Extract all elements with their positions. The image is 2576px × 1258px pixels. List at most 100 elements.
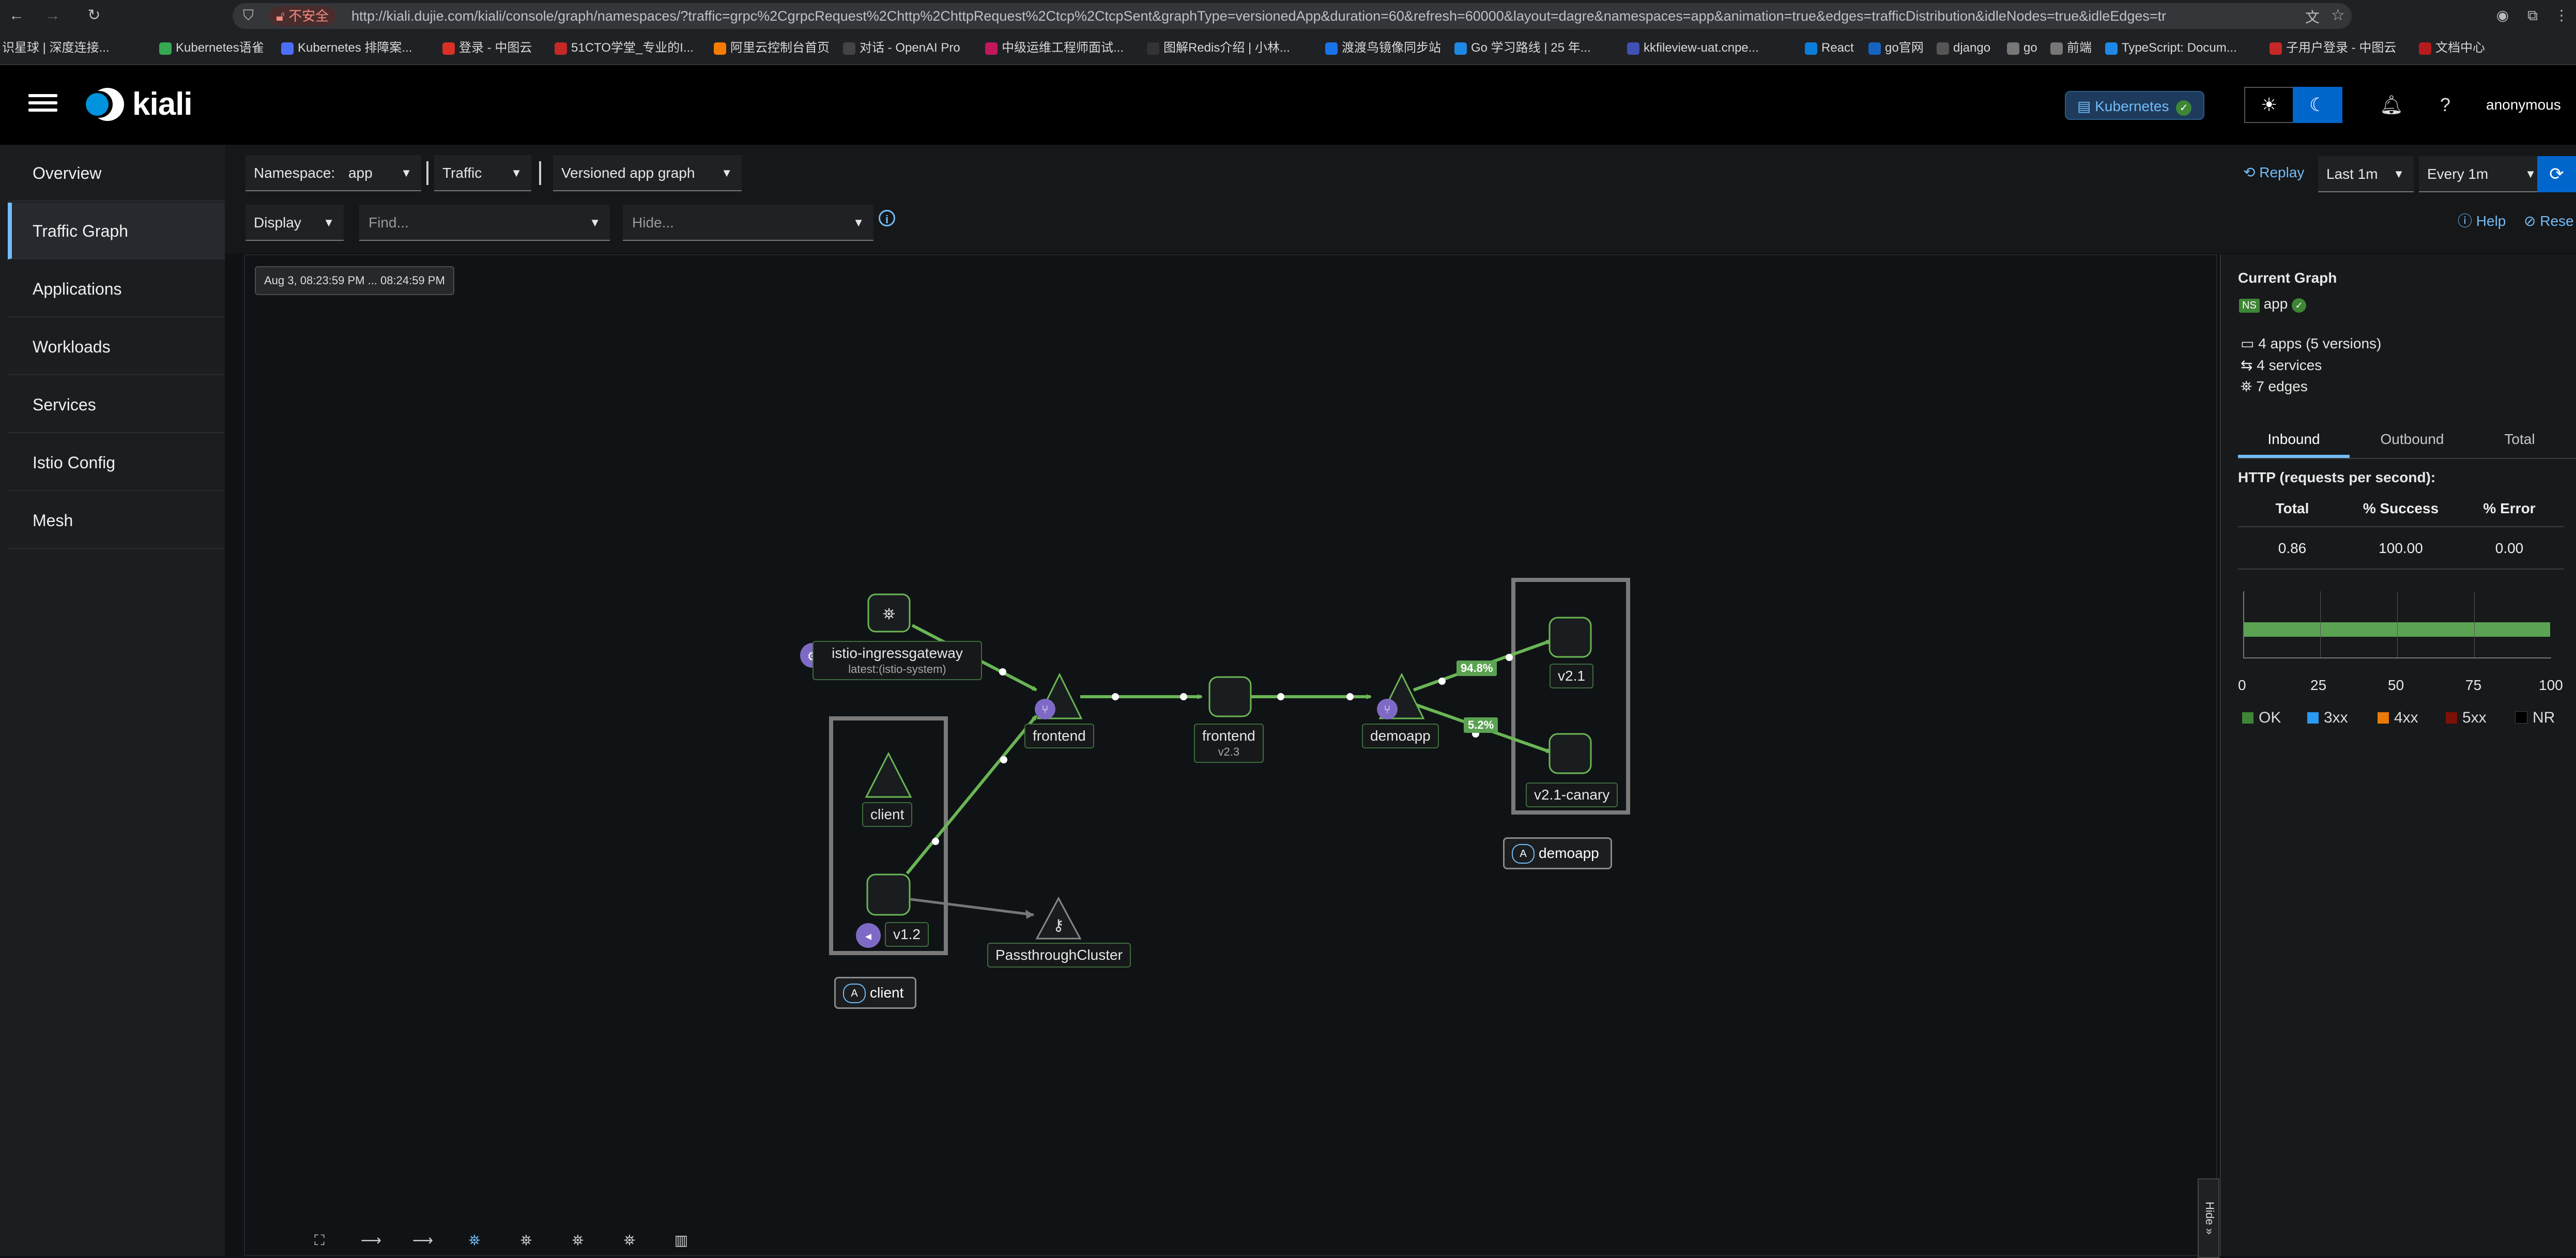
bookmark-item[interactable]: 登录 - 中图云 bbox=[442, 38, 532, 58]
help-circle-icon[interactable]: ? bbox=[2440, 94, 2451, 115]
client-service-label[interactable]: client bbox=[862, 802, 913, 827]
passthrough-label[interactable]: PassthroughCluster bbox=[987, 943, 1131, 968]
sidebar-item-istio-config[interactable]: Istio Config bbox=[8, 434, 225, 491]
frontend-service-label[interactable]: frontend bbox=[1024, 724, 1094, 748]
forward-arrow-icon[interactable]: → bbox=[45, 7, 60, 24]
client-box-label[interactable]: A client bbox=[834, 977, 917, 1009]
hamburger-menu-icon[interactable] bbox=[28, 90, 57, 119]
insecure-badge[interactable]: 🔓︎ 不安全 bbox=[269, 6, 336, 26]
bookmark-item[interactable]: Kubernetes 排障案... bbox=[281, 38, 412, 58]
traffic-dot bbox=[1000, 756, 1007, 763]
edge-client-frontend[interactable] bbox=[906, 715, 1038, 875]
bookmark-item[interactable]: 子用户登录 - 中图云 bbox=[2270, 38, 2396, 58]
client-service-node[interactable] bbox=[865, 751, 912, 798]
frontend-app-node[interactable] bbox=[1208, 676, 1252, 717]
bookmark-item[interactable]: Go 学习路线 | 25 年... bbox=[1454, 38, 1591, 58]
demoapp-service-label[interactable]: demoapp bbox=[1362, 724, 1439, 748]
services-count: ⇆ 4 services bbox=[2241, 357, 2322, 374]
help-link[interactable]: ⓘ Help bbox=[2458, 206, 2506, 237]
bookmark-item[interactable]: kkfileview-uat.cnpe... bbox=[1627, 38, 1759, 58]
zoom-in-icon[interactable]: ⟶ bbox=[360, 1232, 382, 1248]
edge-client-passthrough[interactable] bbox=[910, 898, 1034, 916]
traffic-dropdown[interactable]: Traffic ▼ bbox=[434, 155, 531, 191]
v21-canary-app-node[interactable] bbox=[1548, 733, 1592, 774]
sidebar-item-services[interactable]: Services bbox=[8, 376, 225, 433]
find-input-box[interactable]: ▼ bbox=[359, 205, 610, 241]
menu-icon[interactable]: ⋮ bbox=[2554, 7, 2569, 23]
light-theme-button[interactable]: ☀ bbox=[2244, 87, 2294, 123]
v21-label[interactable]: v2.1 bbox=[1550, 664, 1593, 688]
find-input[interactable] bbox=[367, 214, 569, 232]
refresh-button[interactable]: ⟳ bbox=[2537, 156, 2576, 192]
bookmark-item[interactable]: 51CTO学堂_专业的I... bbox=[555, 38, 694, 58]
client-v12-node[interactable] bbox=[866, 873, 911, 916]
bookmark-item[interactable]: 前端 bbox=[2050, 38, 2092, 58]
display-dropdown[interactable]: Display ▼ bbox=[246, 205, 344, 241]
user-menu[interactable]: anonymous bbox=[2486, 97, 2561, 113]
bookmark-item[interactable]: 对话 - OpenAI Pro bbox=[843, 38, 960, 58]
tab-outbound[interactable]: Outbound bbox=[2355, 424, 2470, 455]
bookmark-item[interactable]: django bbox=[1937, 38, 1990, 58]
v21-canary-label[interactable]: v2.1-canary bbox=[1526, 783, 1618, 807]
v21-app-node[interactable] bbox=[1548, 617, 1592, 658]
extensions-icon[interactable]: ⧉ bbox=[2527, 7, 2538, 23]
star-icon[interactable]: ☆ bbox=[2331, 7, 2345, 24]
bookmark-item[interactable]: 文档中心 bbox=[2419, 38, 2485, 58]
sidebar-item-traffic-graph[interactable]: Traffic Graph bbox=[8, 203, 225, 259]
sidebar-item-applications[interactable]: Applications bbox=[8, 260, 225, 317]
bookmark-item[interactable]: 识星球 | 深度连接... bbox=[2, 38, 110, 58]
graph-type-dropdown[interactable]: Versioned app graph ▼ bbox=[553, 155, 742, 191]
sidebar-item-overview[interactable]: Overview bbox=[8, 145, 225, 202]
ingress-node-label[interactable]: istio-ingressgateway latest:(istio-syste… bbox=[812, 641, 982, 680]
bookmark-item[interactable]: 渡渡鸟镜像同步站 bbox=[1325, 38, 1441, 58]
frontend-app-label[interactable]: frontend v2.3 bbox=[1194, 724, 1264, 763]
passthrough-node[interactable] bbox=[1035, 896, 1082, 940]
refresh-interval-dropdown[interactable]: Every 1m ▼ bbox=[2419, 156, 2546, 192]
layout-cose-icon[interactable]: ⛯ bbox=[520, 1232, 532, 1248]
sidebar-item-workloads[interactable]: Workloads bbox=[8, 318, 225, 375]
duration-dropdown[interactable]: Last 1m ▼ bbox=[2318, 156, 2414, 192]
layout-concentric-icon[interactable]: ⛯ bbox=[623, 1232, 636, 1248]
bookmark-label: Go 学习路线 | 25 年... bbox=[1471, 41, 1591, 55]
reset-link[interactable]: ⊘ Rese bbox=[2524, 206, 2574, 237]
back-arrow-icon[interactable]: ← bbox=[9, 7, 24, 24]
bookmark-item[interactable]: Kubernetes语雀 bbox=[159, 38, 264, 58]
bookmark-item[interactable]: go官网 bbox=[1868, 38, 1924, 58]
fullscreen-icon[interactable]: ⛶ bbox=[314, 1232, 325, 1248]
bookmark-favicon-icon bbox=[1805, 42, 1817, 55]
hide-input-box[interactable]: ▼ bbox=[623, 205, 873, 241]
hide-input[interactable] bbox=[631, 214, 833, 232]
bookmark-item[interactable]: React bbox=[1805, 38, 1854, 58]
bookmark-item[interactable]: 阿里云控制台首页 bbox=[714, 38, 830, 58]
namespace-dropdown[interactable]: Namespace: app ▼ bbox=[246, 155, 421, 191]
tab-inbound[interactable]: Inbound bbox=[2238, 424, 2350, 458]
demoapp-box-label[interactable]: A demoapp bbox=[1503, 837, 1612, 869]
profile-icon[interactable]: ◉ bbox=[2496, 7, 2509, 23]
hide-panel-tab[interactable]: Hide » bbox=[2198, 1178, 2219, 1258]
bookmark-item[interactable]: 中级运维工程师面试... bbox=[985, 38, 1124, 58]
layout-dagre-icon[interactable]: ⛯ bbox=[468, 1232, 481, 1248]
zoom-out-icon[interactable]: ⟶ bbox=[412, 1232, 434, 1248]
address-bar[interactable]: ⛉ 🔓︎ 不安全 http://kiali.dujie.com/kiali/co… bbox=[233, 3, 2352, 29]
cluster-badge[interactable]: ▤ Kubernetes ✓ bbox=[2065, 91, 2204, 120]
col-total: Total bbox=[2275, 500, 2309, 516]
demoapp-app-box[interactable] bbox=[1511, 578, 1630, 815]
map-icon[interactable]: ▥ bbox=[674, 1232, 688, 1248]
tab-total[interactable]: Total bbox=[2476, 424, 2564, 455]
replay-button[interactable]: ⟲ Replay bbox=[2243, 157, 2304, 188]
bookmark-item[interactable]: go bbox=[2007, 38, 2037, 58]
bookmark-item[interactable]: 图解Redis介绍 | 小林... bbox=[1147, 38, 1290, 58]
client-app-box[interactable] bbox=[829, 716, 948, 955]
layout-grid-icon[interactable]: ⛯ bbox=[572, 1232, 584, 1248]
client-v12-label[interactable]: v1.2 bbox=[885, 922, 929, 947]
bookmark-favicon-icon bbox=[2050, 42, 2063, 55]
translate-icon[interactable]: 文 bbox=[2305, 9, 2320, 25]
dark-theme-button[interactable]: ☾ bbox=[2293, 87, 2342, 123]
info-icon[interactable]: i bbox=[879, 210, 895, 226]
bell-icon[interactable]: 🔔︎ bbox=[2380, 94, 2403, 115]
bookmark-item[interactable]: TypeScript: Docum... bbox=[2105, 38, 2237, 58]
reload-icon[interactable]: ↻ bbox=[87, 7, 101, 24]
ingress-workload-node[interactable] bbox=[867, 593, 911, 633]
sidebar-item-mesh[interactable]: Mesh bbox=[8, 492, 225, 549]
namespace-row[interactable]: NS app ✓ bbox=[2239, 296, 2307, 313]
